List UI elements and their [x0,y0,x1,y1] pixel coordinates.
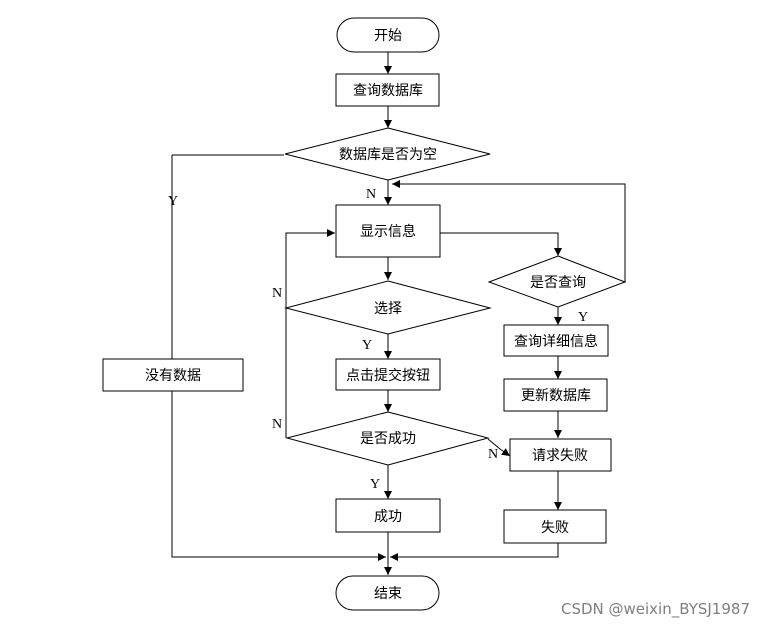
node-fail: 失败 [503,509,607,544]
node-select-label: 选择 [374,301,402,317]
node-query-detail: 查询详细信息 [503,324,609,357]
node-is-success-label: 是否成功 [360,431,416,447]
node-is-query: 是否查询 [487,255,627,308]
node-request-fail: 请求失败 [509,438,612,472]
node-no-data-label: 没有数据 [145,368,201,384]
watermark: CSDN @weixin_BYSJ1987 [560,600,750,618]
node-update-db: 更新数据库 [503,378,608,412]
edge-select-no-loop [285,229,335,308]
node-query-db: 查询数据库 [335,73,440,107]
node-click-submit-label: 点击提交按钮 [346,367,430,384]
node-start-label: 开始 [374,28,402,44]
label-success-yes: Y [370,477,380,492]
edges [171,52,626,575]
node-db-empty-label: 数据库是否为空 [339,147,437,163]
node-success: 成功 [335,498,441,533]
node-end: 结束 [335,575,440,611]
node-select: 选择 [284,280,492,335]
node-click-submit: 点击提交按钮 [335,358,441,391]
node-db-empty: 数据库是否为空 [284,127,491,181]
label-select-yes: Y [362,338,372,353]
node-request-fail-label: 请求失败 [532,448,588,464]
node-show-info-label: 显示信息 [360,223,416,240]
label-select-no: N [272,286,282,301]
node-start: 开始 [336,17,440,53]
node-query-detail-label: 查询详细信息 [514,333,598,350]
edge-show-to-query [440,232,562,256]
node-show-info: 显示信息 [335,204,441,258]
edge-nodata-to-end [171,391,386,561]
node-query-db-label: 查询数据库 [353,83,423,99]
node-end-label: 结束 [374,586,402,602]
label-empty-yes: Y [168,194,178,209]
node-is-success: 是否成功 [285,411,490,466]
label-success-no-right: N [488,447,498,462]
node-is-query-label: 是否查询 [530,275,586,291]
edge-success-no-to-request [487,438,511,457]
node-no-data: 没有数据 [102,358,244,392]
node-update-db-label: 更新数据库 [521,388,591,404]
label-success-no-left: N [272,417,282,432]
node-fail-label: 失败 [541,520,569,536]
edge-query-no-loop [392,180,626,282]
label-empty-no: N [366,187,376,202]
node-success-label: 成功 [374,509,402,525]
edge-fail-to-end [390,543,559,561]
label-query-yes: Y [578,310,588,325]
